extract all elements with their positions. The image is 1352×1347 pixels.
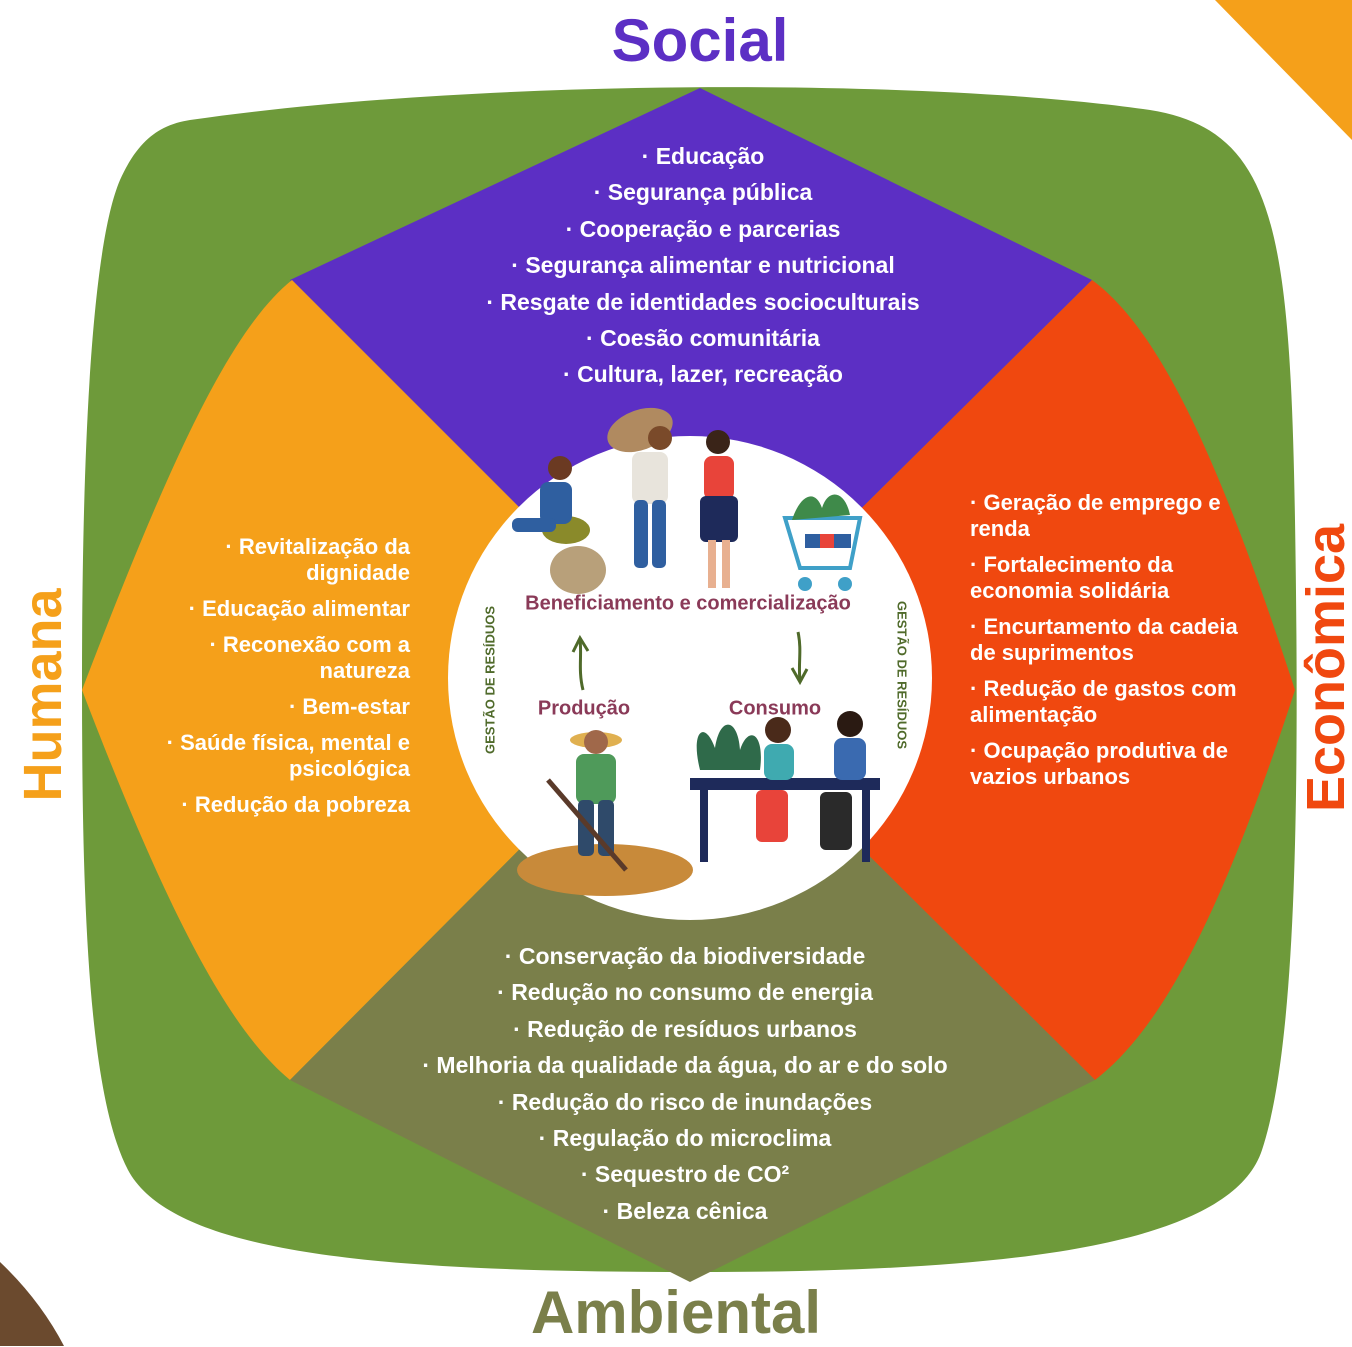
label-gestao-residuos-left: GESTÃO DE RESÍDUOS	[482, 605, 498, 755]
center-circle	[448, 436, 932, 920]
ambiental-item: Sequestro de CO²	[300, 1156, 1070, 1192]
ambiental-item: Redução no consumo de energia	[300, 974, 1070, 1010]
arrow-up-icon	[571, 634, 590, 691]
label-consumo: Consumo	[728, 697, 822, 720]
ambiental-item: Melhoria da qualidade da água, do ar e d…	[300, 1047, 1070, 1083]
arrow-down-icon	[790, 631, 809, 686]
corner-accent-top-right	[1215, 0, 1352, 140]
corner-accent-bottom-left	[0, 1262, 64, 1346]
humana-item: Reconexão com a natureza	[120, 632, 410, 684]
label-beneficiamento: Beneficiamento e comercialização	[525, 592, 851, 615]
ambiental-item: Redução de resíduos urbanos	[300, 1011, 1070, 1047]
social-item: Coesão comunitária	[300, 320, 1106, 356]
ambiental-item: Conservação da biodiversidade	[300, 938, 1070, 974]
social-item: Resgate de identidades socioculturais	[300, 284, 1106, 320]
title-humana: Humana	[13, 588, 73, 802]
diners-illustration	[690, 711, 880, 862]
farmer-illustration	[517, 730, 693, 896]
ambiental-item: Redução do risco de inundações	[300, 1084, 1070, 1120]
economica-item: Encurtamento da cadeia de suprimentos	[970, 614, 1260, 666]
title-economica: Econômica	[1296, 523, 1352, 813]
social-item: Cultura, lazer, recreação	[300, 356, 1106, 392]
economica-item: Ocupação produtiva de vazios urbanos	[970, 738, 1260, 790]
title-social: Social	[611, 7, 789, 74]
economica-item: Redução de gastos com alimentação	[970, 676, 1260, 728]
social-item: Educação	[300, 138, 1106, 174]
title-ambiental: Ambiental	[530, 1279, 822, 1346]
humana-item: Educação alimentar	[120, 596, 410, 622]
social-list: Educação Segurança pública Cooperação e …	[300, 138, 1106, 393]
economica-item: Geração de emprego e renda	[970, 490, 1260, 542]
label-gestao-residuos-right: GESTÃO DE RESÍDUOS	[894, 600, 910, 750]
humana-item: Redução da pobreza	[120, 792, 410, 818]
economica-item: Fortalecimento da economia solidária	[970, 552, 1260, 604]
label-producao: Produção	[537, 697, 631, 720]
humana-item: Saúde física, mental e psicológica	[120, 730, 410, 782]
ambiental-item: Regulação do microclima	[300, 1120, 1070, 1156]
social-item: Segurança pública	[300, 174, 1106, 210]
social-item: Segurança alimentar e nutricional	[300, 247, 1106, 283]
ambiental-list: Conservação da biodiversidade Redução no…	[300, 938, 1070, 1229]
humana-item: Bem-estar	[120, 694, 410, 720]
social-item: Cooperação e parcerias	[300, 211, 1106, 247]
economica-list: Geração de emprego e renda Fortaleciment…	[970, 490, 1260, 800]
workers-illustration	[512, 407, 738, 594]
humana-list: Revitalização da dignidade Educação alim…	[120, 534, 410, 828]
ambiental-item: Beleza cênica	[300, 1193, 1070, 1229]
shopping-cart-illustration	[782, 494, 863, 591]
humana-item: Revitalização da dignidade	[120, 534, 410, 586]
